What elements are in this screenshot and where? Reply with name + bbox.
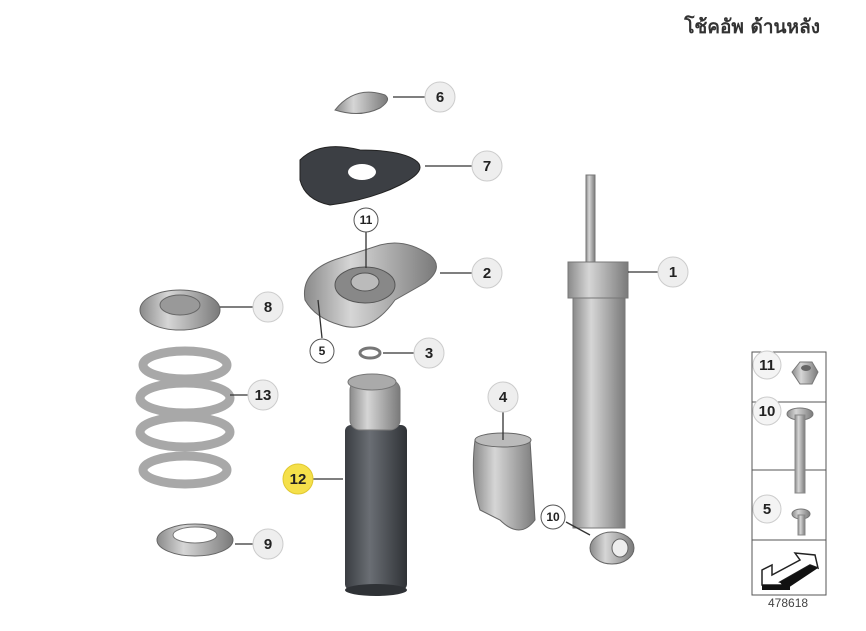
direction-arrow-icon	[761, 552, 820, 590]
table-row-hex-bolt[interactable]: 10	[752, 396, 814, 494]
diagram-number: 478618	[768, 596, 809, 610]
callout-9[interactable]: 9	[252, 528, 284, 560]
callout-13[interactable]: 13	[247, 379, 279, 411]
svg-text:10: 10	[759, 403, 776, 420]
leader-lines	[220, 96, 658, 545]
svg-text:13: 13	[255, 387, 272, 404]
callout-3[interactable]: 3	[413, 337, 445, 369]
svg-text:7: 7	[483, 158, 491, 175]
svg-text:5: 5	[763, 501, 771, 518]
cap-part[interactable]	[334, 91, 389, 114]
callout-10[interactable]: 10	[540, 504, 566, 530]
callout-8[interactable]: 8	[252, 291, 284, 323]
upper-spring-pad-part[interactable]	[139, 289, 221, 331]
callout-12-highlighted[interactable]: 12	[282, 463, 314, 495]
callout-11[interactable]: 11	[353, 207, 379, 233]
svg-text:4: 4	[499, 389, 508, 406]
svg-text:3: 3	[425, 345, 433, 362]
svg-text:10: 10	[546, 510, 560, 524]
table-row-nut[interactable]: 11	[752, 350, 819, 385]
support-bearing-part[interactable]	[303, 242, 437, 328]
svg-text:8: 8	[264, 299, 272, 316]
callout-5[interactable]: 5	[309, 338, 335, 364]
svg-text:11: 11	[360, 213, 373, 227]
bump-stop-part[interactable]	[345, 373, 407, 596]
callout-4[interactable]: 4	[487, 381, 519, 413]
washer-part[interactable]	[358, 346, 382, 360]
lower-spring-pad-part[interactable]	[156, 523, 234, 557]
svg-text:5: 5	[319, 344, 326, 358]
gasket-part[interactable]	[299, 146, 421, 206]
callout-2[interactable]: 2	[471, 257, 503, 289]
protective-sleeve-part[interactable]	[472, 432, 536, 531]
svg-text:2: 2	[483, 265, 491, 282]
diagram-title: โช้คอัพ ด้านหลัง	[684, 16, 820, 38]
callout-7[interactable]: 7	[471, 150, 503, 182]
svg-text:9: 9	[264, 536, 272, 553]
coil-spring-part[interactable]	[135, 346, 235, 489]
svg-text:12: 12	[290, 471, 307, 488]
svg-text:11: 11	[759, 357, 775, 374]
svg-text:1: 1	[669, 264, 677, 281]
svg-text:6: 6	[436, 89, 444, 106]
shock-absorber-part[interactable]	[567, 174, 635, 565]
table-row-bolt[interactable]: 5	[752, 494, 811, 536]
callout-6[interactable]: 6	[424, 81, 456, 113]
callout-1[interactable]: 1	[657, 256, 689, 288]
fastener-table: 11 10 5	[751, 350, 827, 596]
